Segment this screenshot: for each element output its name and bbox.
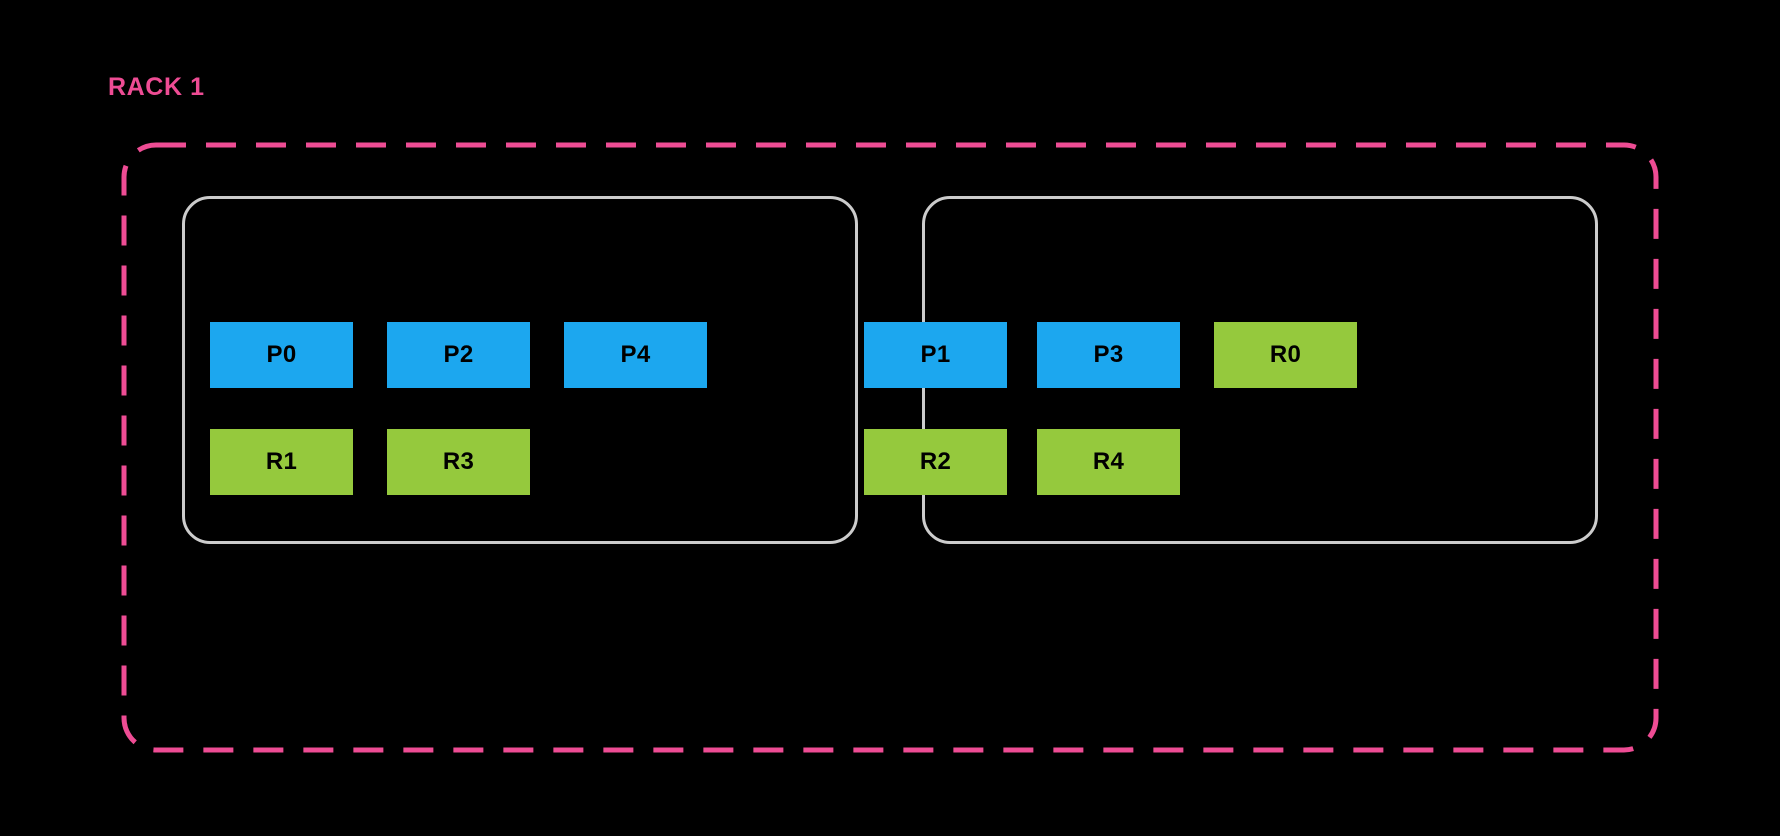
chip-r0[interactable]: R0	[1214, 322, 1357, 388]
chip-p0[interactable]: P0	[210, 322, 353, 388]
chip-p4[interactable]: P4	[564, 322, 707, 388]
chip-p2[interactable]: P2	[387, 322, 530, 388]
chip-r2[interactable]: R2	[864, 429, 1007, 495]
chip-r3[interactable]: R3	[387, 429, 530, 495]
chip-p1[interactable]: P1	[864, 322, 1007, 388]
node-container-left	[182, 196, 858, 544]
rack-title: RACK 1	[108, 73, 205, 101]
chip-r4[interactable]: R4	[1037, 429, 1180, 495]
chip-p3[interactable]: P3	[1037, 322, 1180, 388]
chip-r1[interactable]: R1	[210, 429, 353, 495]
